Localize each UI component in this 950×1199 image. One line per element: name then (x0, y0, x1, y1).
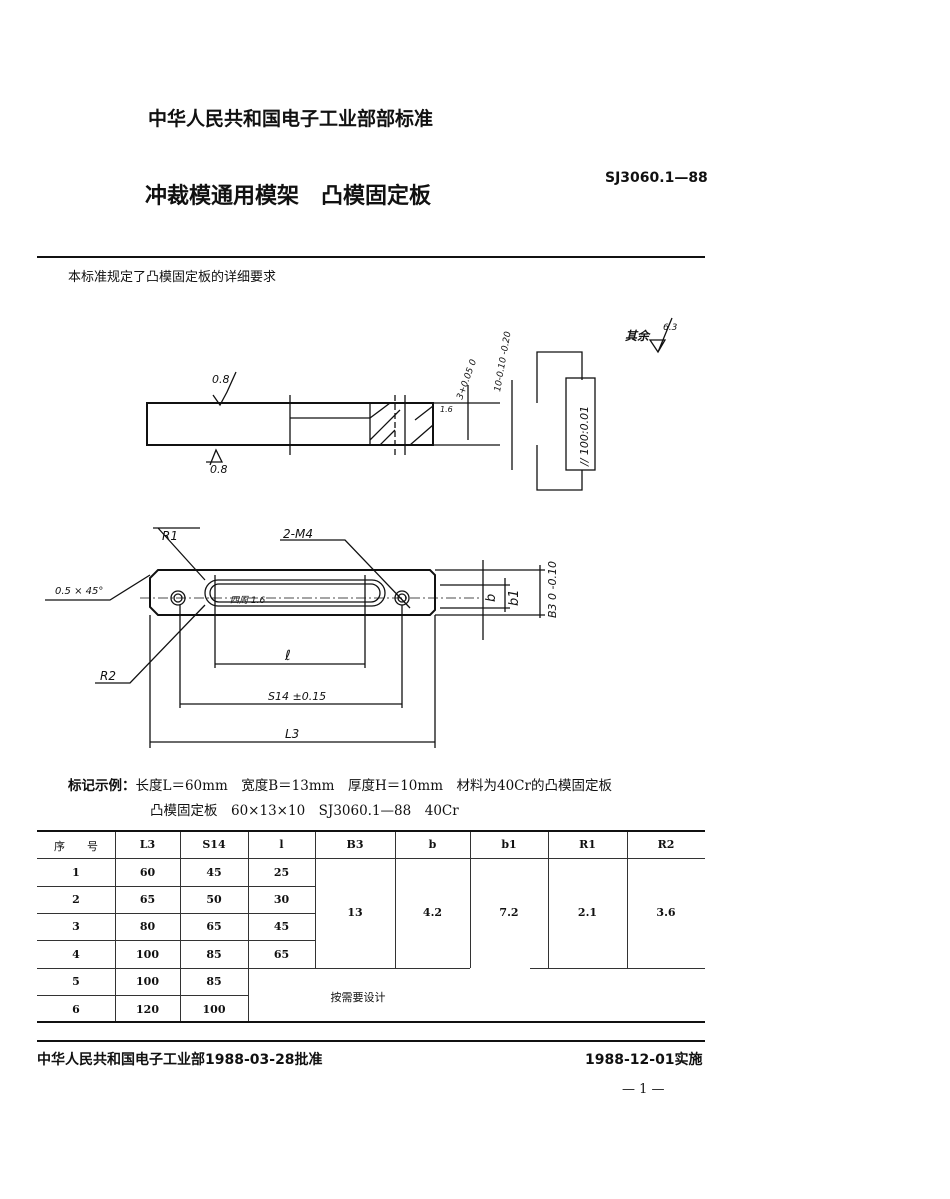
table-cell: 50 (206, 893, 222, 906)
table-cell: 85 (206, 975, 222, 988)
slot-inner (209, 583, 381, 603)
footer-rule (37, 1040, 705, 1042)
shared-r1: 2.1 (577, 906, 598, 919)
chamfer-label: 0.5 × 45° (55, 586, 103, 597)
header-s14: S14 (202, 838, 226, 851)
table-cell: 80 (139, 920, 156, 933)
table-cell: 100 (136, 948, 159, 961)
header-rule (37, 256, 705, 258)
counterbore-roughness: 1.6 (440, 405, 453, 414)
table-cell: 60 (139, 866, 156, 879)
table-cell: 25 (273, 866, 290, 879)
header-b: b (428, 838, 437, 851)
parallelism-box (565, 377, 596, 471)
header-l: l (279, 838, 284, 851)
marking-text: 长度L＝60mm 宽度B＝13mm 厚度H＝10mm 材料为40Cr的凸模固定板 (135, 778, 612, 794)
roughness-other-value: 6.3 (663, 323, 678, 333)
document-title: 冲裁模通用模架 凸模固定板 (145, 184, 432, 209)
marking-example: 标记示例：长度L＝60mm 宽度B＝13mm 厚度H＝10mm 材料为40Cr的… (68, 774, 612, 794)
roughness-other-icon (648, 317, 673, 354)
roughness-bottom-label: 0.8 (210, 463, 228, 476)
table-cell: 100 (202, 1003, 226, 1016)
shared-b1: 7.2 (499, 906, 519, 919)
header-index: 序 号 (54, 840, 98, 853)
table-cell: 120 (136, 1003, 159, 1016)
table-cell: 85 (206, 948, 222, 961)
b1-label: b1 (507, 589, 522, 606)
shared-b: 4.2 (422, 906, 443, 919)
table-cell: 65 (139, 893, 156, 906)
shared-b3: 13 (347, 906, 363, 919)
table-cell: 6 (72, 1003, 80, 1016)
design-as-needed-note: 按需要设计 (330, 991, 386, 1004)
header-r2: R2 (657, 838, 675, 851)
approval-text: 中华人民共和国电子工业部1988-03-28批准 (37, 1052, 323, 1068)
shared-r2: 3.6 (656, 906, 676, 919)
page-number: — 1 — (622, 1082, 665, 1097)
header-r1: R1 (579, 838, 596, 851)
b-label: b (484, 594, 499, 602)
table-cell: 2 (72, 893, 80, 906)
header-b3: B3 (346, 838, 364, 851)
roughness-bottom-icon (206, 448, 224, 466)
r2-label: R2 (100, 669, 116, 683)
l-label: ℓ (284, 648, 291, 664)
standard-code: SJ3060.1—88 (605, 170, 708, 186)
s14-label: S14 ±0.15 (268, 690, 326, 703)
technical-drawing: 0.8 0.8 其余 6.3 3+0.05 0 10-0.10 -0.20 //… (45, 317, 678, 748)
table-cell: 5 (72, 975, 80, 988)
table-cell: 30 (273, 893, 290, 906)
thickness-dimension: 10-0.10 -0.20 (493, 331, 513, 393)
table-cell: 1 (72, 866, 80, 879)
table-cell: 45 (206, 866, 222, 879)
intro-text: 本标准规定了凸模固定板的详细要求 (68, 270, 277, 285)
r1-label: R1 (162, 529, 178, 543)
roughness-top-label: 0.8 (212, 373, 230, 386)
parallelism-tolerance: // 100:0.01 (578, 406, 591, 467)
marking-label: 标记示例： (68, 778, 136, 794)
org-standard-heading: 中华人民共和国电子工业部部标准 (148, 108, 434, 130)
table-cell: 4 (72, 948, 80, 961)
slot-outer (204, 579, 386, 607)
depth-dimension: 3+0.05 0 (455, 358, 479, 401)
slot-roughness-label: 四周 1.6 (230, 595, 265, 606)
counterbore-section (369, 402, 434, 446)
header-l3: L3 (139, 838, 156, 851)
table-cell: 65 (206, 920, 222, 933)
table-cell: 100 (136, 975, 159, 988)
l3-label: L3 (285, 727, 299, 741)
table-cell: 3 (72, 920, 80, 933)
effective-date: 1988-12-01实施 (585, 1052, 703, 1068)
m4-label: 2-M4 (283, 527, 313, 541)
roughness-other-label: 其余 (625, 329, 651, 343)
table-cell: 45 (273, 920, 290, 933)
top-view-plate (149, 569, 436, 616)
header-b1: b1 (501, 838, 517, 851)
roughness-top-icon (212, 371, 237, 407)
b3-label: B3 0 -0.10 (546, 561, 559, 618)
marking-code: 凸模固定板 60×13×10 SJ3060.1—88 40Cr (150, 803, 459, 819)
table-cell: 65 (273, 948, 290, 961)
